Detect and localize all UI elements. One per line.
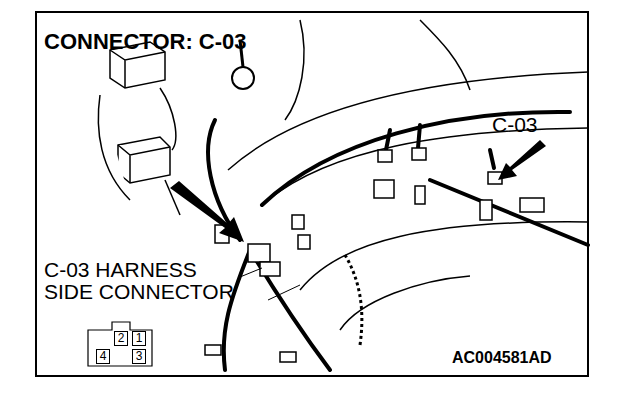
pin-cell: 3	[132, 349, 146, 364]
pin-number: 1	[136, 332, 143, 344]
connector-face	[88, 322, 152, 366]
pointer-arrow	[170, 181, 244, 242]
connector-callout: C-03	[492, 114, 538, 136]
harness	[208, 112, 588, 370]
diagram-title: CONNECTOR: C-03	[44, 30, 247, 53]
pin-number: 4	[100, 350, 107, 362]
pin-cell: 1	[132, 331, 146, 346]
figure-code: AC004581AD	[452, 350, 552, 367]
frame	[36, 12, 588, 376]
pin-cell: 2	[114, 331, 128, 346]
pin-number: 3	[136, 350, 143, 362]
grommet	[232, 67, 254, 89]
connectors	[205, 148, 544, 362]
leader-line	[240, 268, 300, 300]
dashboard	[228, 20, 588, 330]
connector-callout: C-03 HARNESS SIDE CONNECTOR	[44, 259, 244, 303]
dotted-harness	[345, 255, 362, 345]
pin-number: 2	[118, 332, 125, 344]
pointer-arrow	[498, 140, 546, 180]
relays	[98, 42, 180, 215]
pin-cell: 4	[96, 349, 110, 364]
